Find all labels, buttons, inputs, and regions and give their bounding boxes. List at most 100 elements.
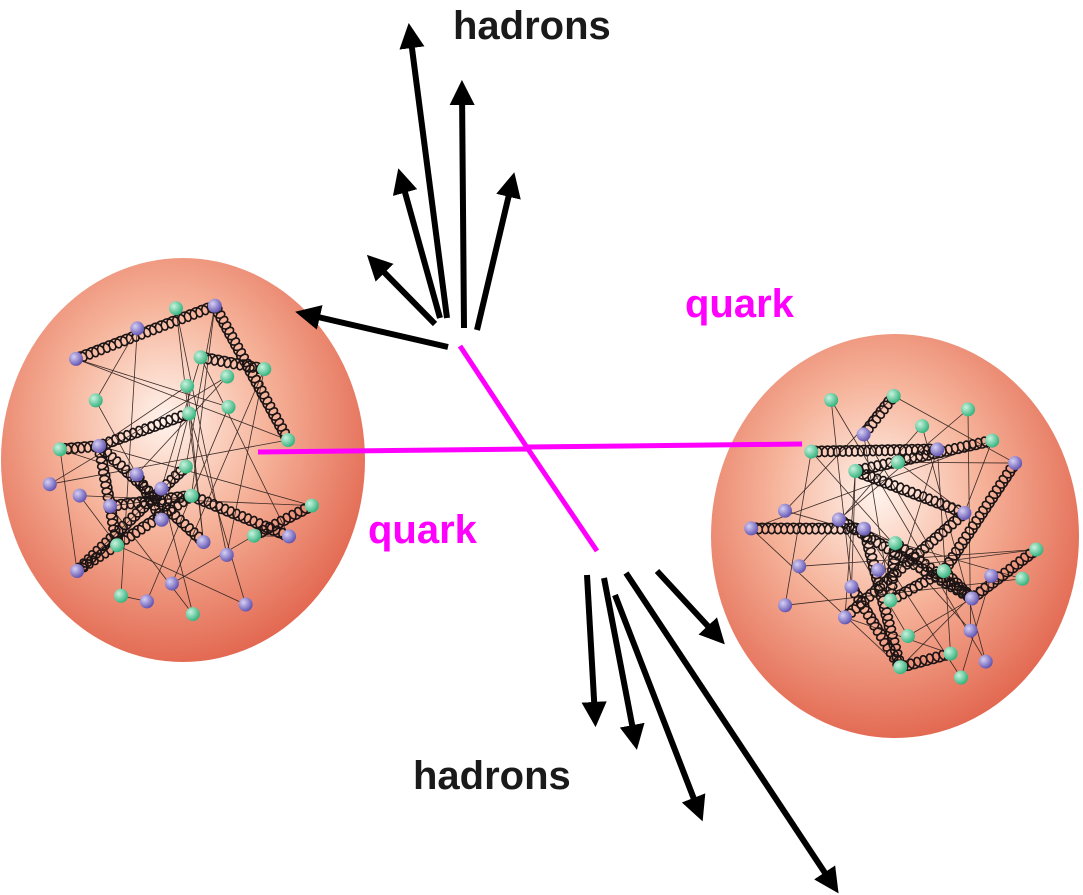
hadrons-bottom-label: hadrons — [413, 754, 571, 798]
incoming-quark-left-line — [257, 446, 529, 455]
gluon-link — [59, 448, 137, 475]
hadron-jet-bottom — [581, 568, 839, 894]
quark-ball-purple — [196, 535, 211, 550]
gluon-link — [830, 399, 852, 587]
gluon-link — [95, 328, 138, 401]
quark-ball-purple — [282, 529, 296, 544]
gluon-link — [863, 434, 891, 601]
gluon-link — [120, 328, 138, 596]
hadron-arrow — [612, 593, 706, 822]
gluon-link — [830, 399, 987, 662]
quark-ball-green — [184, 488, 199, 503]
gluon-link — [890, 449, 938, 601]
hadron-arrow — [399, 23, 450, 319]
gluon-coil — [940, 459, 1019, 577]
quark-ball-purple — [957, 506, 972, 520]
quark-ball-green — [110, 538, 125, 553]
proton-right — [711, 334, 1079, 738]
quark-ball-purple — [219, 547, 234, 562]
quark-ball-purple — [792, 559, 807, 574]
quark-ball-green — [915, 419, 930, 434]
gluon-coil — [748, 522, 870, 535]
quark-right-label: quark — [685, 282, 795, 326]
quark-ball-green — [900, 629, 915, 643]
gluon-link — [75, 358, 229, 408]
quark-ball-purple — [139, 594, 154, 609]
gluon-link — [49, 376, 228, 485]
gluon-link — [59, 449, 78, 572]
quark-ball-green — [883, 593, 898, 608]
proton-right-gluons — [744, 389, 1044, 685]
hadron-arrow — [654, 568, 725, 645]
hadron-jet-top — [295, 23, 521, 350]
proton-left — [1, 258, 365, 662]
quark-ball-green — [185, 607, 200, 622]
gluon-link — [226, 369, 265, 555]
gluon-link — [185, 305, 216, 467]
quark-ball-purple — [238, 597, 253, 612]
quark-ball-purple — [130, 321, 145, 336]
quark-ball-purple — [103, 499, 118, 514]
gluon-coil — [967, 544, 1040, 604]
gluon-link — [171, 535, 255, 584]
gluon-coil — [850, 466, 968, 518]
quark-ball-green — [169, 301, 183, 316]
gluon-coil — [808, 443, 943, 458]
proton-left-gluons — [42, 298, 319, 622]
quark-ball-purple — [871, 562, 886, 577]
gluon-link — [798, 425, 923, 567]
gluon-coil — [197, 352, 270, 375]
quark-ball-purple — [72, 488, 87, 503]
gluon-link — [98, 445, 312, 507]
quark-ball-green — [804, 444, 819, 459]
quark-ball-purple — [984, 568, 999, 583]
quark-ball-green — [193, 350, 208, 365]
quark-ball-green — [1015, 571, 1030, 586]
gluon-link — [200, 357, 290, 537]
gluon-coil — [842, 507, 969, 622]
hadron-arrow — [581, 574, 607, 728]
quark-left-label: quark — [368, 508, 478, 552]
gluon-coil — [895, 648, 953, 673]
gluon-coil — [858, 523, 906, 670]
quark-ball-purple — [70, 564, 85, 578]
gluon-coil — [131, 469, 167, 523]
quark-ball-purple — [164, 576, 179, 591]
quark-ball-purple — [857, 521, 871, 536]
quark-ball-purple — [930, 442, 945, 457]
quark-ball-purple — [207, 298, 222, 313]
quark-ball-green — [893, 660, 908, 675]
quark-ball-green — [180, 378, 195, 393]
quark-ball-green — [890, 455, 905, 470]
quark-ball-green — [985, 433, 1000, 448]
hadron-arrow — [474, 172, 521, 331]
quark-ball-purple — [838, 610, 852, 625]
quark-ball-green — [943, 646, 958, 661]
hadron-arrow — [392, 168, 443, 319]
quark-ball-purple — [744, 521, 759, 536]
gluon-link — [784, 451, 812, 606]
quark-ball-purple — [964, 591, 979, 606]
quark-ball-purple — [978, 654, 993, 669]
quark-ball-purple — [778, 503, 792, 518]
gluon-link — [907, 598, 973, 637]
quark-ball-purple — [154, 512, 169, 527]
quark-ball-purple — [963, 623, 978, 638]
gluon-coil — [860, 390, 897, 439]
hadron-arrow — [601, 577, 645, 750]
quark-ball-purple — [42, 477, 57, 492]
quark-ball-green — [247, 528, 261, 543]
hadron-arrow — [449, 79, 475, 329]
quark-ball-purple — [129, 467, 144, 482]
quark-ball-purple — [1008, 456, 1023, 471]
gluon-link — [109, 505, 194, 615]
quark-ball-purple — [844, 579, 859, 594]
quark-ball-green — [220, 369, 235, 384]
quark-ball-purple — [154, 481, 169, 496]
quark-ball-green — [954, 670, 968, 685]
gluon-link — [937, 449, 951, 654]
gluon-coil — [887, 565, 949, 606]
quark-ball-green — [178, 459, 193, 474]
